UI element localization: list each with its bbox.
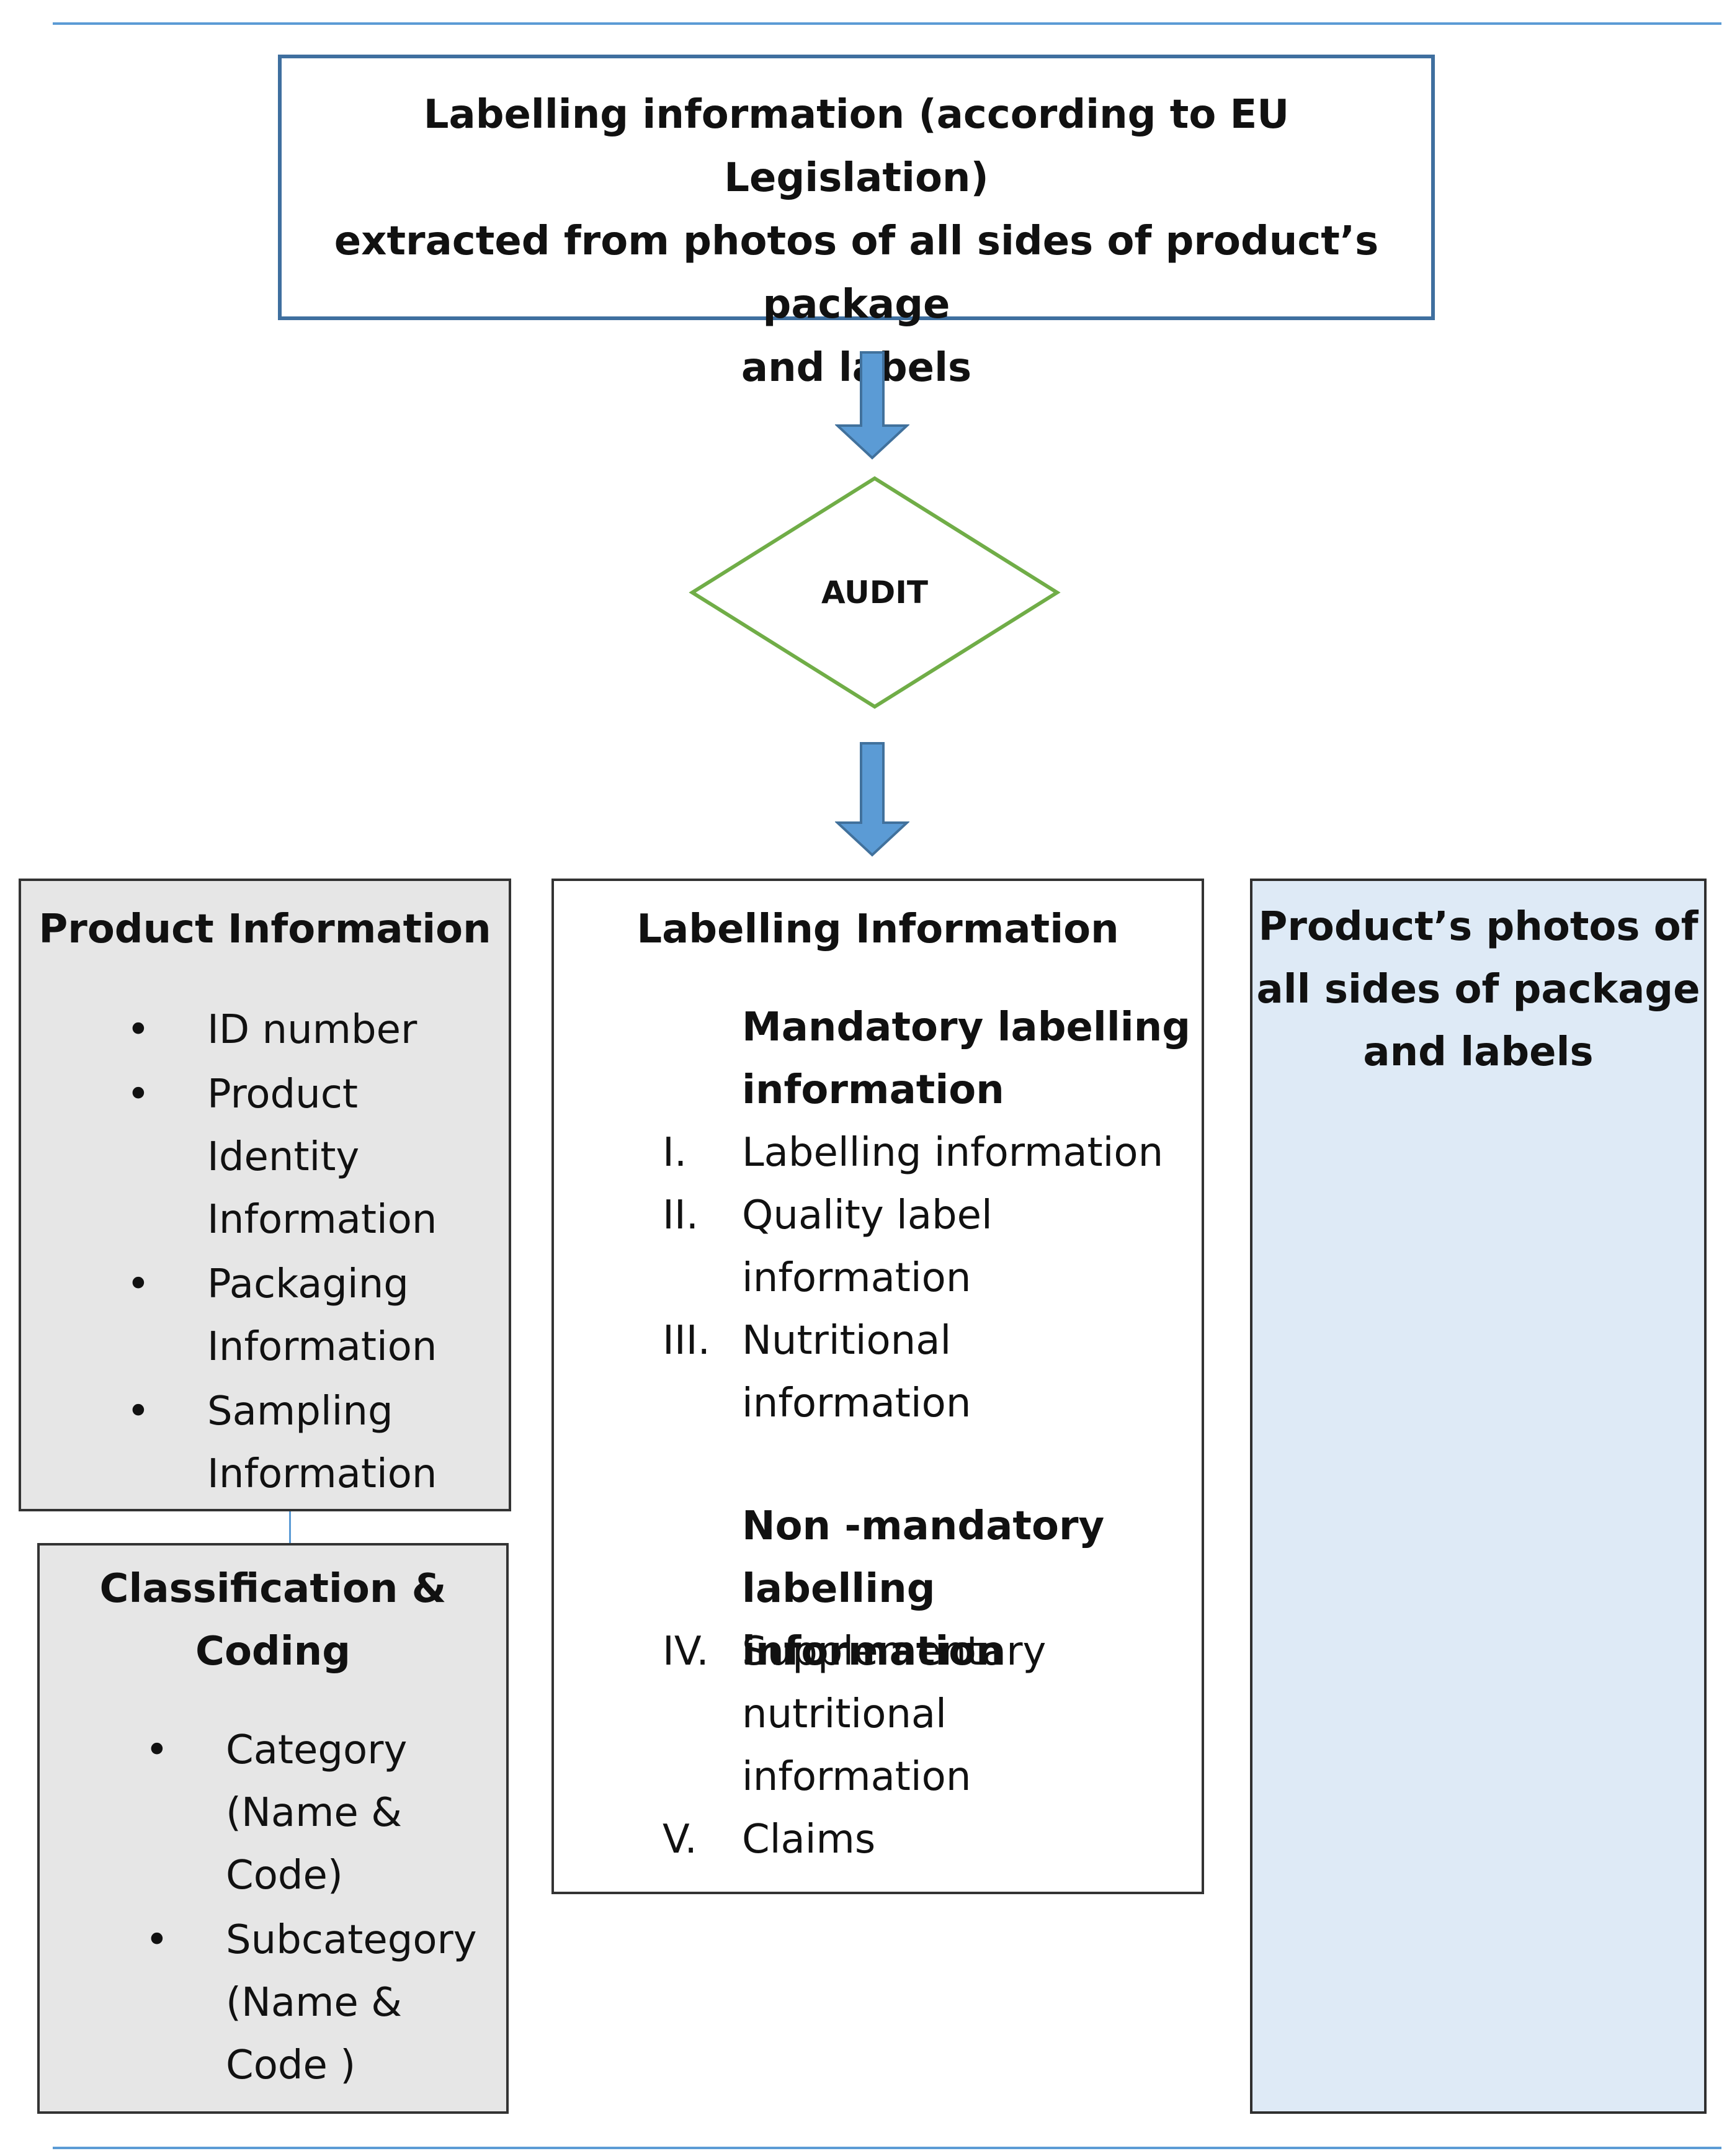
item-number: III. [663, 1318, 710, 1364]
bullet-icon: • [127, 1389, 150, 1434]
item-number: IV. [663, 1629, 709, 1675]
mandatory-heading: Mandatory labelling information [742, 996, 1190, 1122]
item-number: II. [663, 1192, 699, 1238]
item-line: (Name & [226, 1980, 403, 2026]
list-item: • Subcategory (Name & Code ) [40, 1909, 505, 2097]
item-line: Code ) [226, 2042, 356, 2088]
classification-list: • Category (Name & Code) • Subcategory (… [40, 1719, 505, 2097]
item-line: (Name & [226, 1790, 403, 1836]
top-rule [53, 22, 1721, 25]
heading-line: information [742, 1067, 1004, 1113]
labelling-information-title: Labelling Information [636, 906, 1119, 952]
bullet-icon: • [127, 1071, 150, 1117]
item-number: V. [663, 1817, 697, 1863]
source-box: Labelling information (according to EU L… [278, 55, 1435, 391]
product-photos-box: Product’s photos of all sides of package… [1250, 879, 1707, 2114]
title-line: Product’s photos of [1258, 904, 1699, 950]
item-line: Sampling [207, 1389, 393, 1434]
list-item: II. Quality label information [663, 1184, 1196, 1310]
item-line: Code) [226, 1853, 343, 1899]
bullet-icon: • [145, 1727, 169, 1773]
heading-line: Non -mandatory [742, 1503, 1105, 1549]
product-photos-title: Product’s photos of all sides of package… [1252, 896, 1704, 1084]
title-line: Classification & [99, 1566, 447, 1612]
labelling-information-box: Labelling Information Mandatory labellin… [551, 879, 1204, 1894]
non-mandatory-list: IV. Supplementary nutritional informatio… [663, 1621, 1196, 1871]
source-line: and labels [741, 345, 972, 391]
item-line: Subcategory [226, 1917, 477, 1963]
heading-line: Mandatory labelling [742, 1004, 1191, 1050]
product-information-box: Product Information • ID number • Produc… [19, 879, 511, 1511]
item-line: Claims [742, 1817, 876, 1863]
bullet-icon: • [127, 1007, 150, 1053]
list-item: • Packaging Information [21, 1253, 505, 1379]
item-line: Product [207, 1071, 358, 1117]
bullet-icon: • [145, 1917, 169, 1963]
item-line: Quality label [742, 1192, 993, 1238]
list-item: I. Labelling information [663, 1122, 1196, 1184]
item-line: Nutritional [742, 1318, 952, 1364]
bullet-icon: • [127, 1261, 150, 1307]
item-line: Category [226, 1727, 408, 1773]
mandatory-list: I. Labelling information II. Quality lab… [663, 1122, 1196, 1435]
product-information-title: Product Information [38, 906, 491, 952]
item-line: nutritional [742, 1691, 947, 1737]
source-box-text: Labelling information (according to EU L… [305, 83, 1409, 400]
classification-box: Classification & Coding • Category (Name… [37, 1543, 509, 2114]
down-arrow-icon [835, 351, 909, 460]
item-line: Labelling information [742, 1130, 1164, 1176]
bottom-rule [53, 2147, 1721, 2149]
diamond-shape [689, 476, 1061, 709]
list-item: • Category (Name & Code) [40, 1719, 505, 1907]
item-line: Packaging [207, 1261, 409, 1307]
list-item: IV. Supplementary nutritional informatio… [663, 1621, 1196, 1809]
list-item: • Sampling Information [21, 1380, 505, 1506]
source-line: Labelling information (according to EU L… [423, 92, 1290, 201]
product-information-list: • ID number • Product Identity Informati… [21, 999, 505, 1506]
title-line: Coding [195, 1629, 351, 1675]
title-line: and labels [1363, 1029, 1594, 1075]
audit-label: AUDIT [821, 575, 928, 611]
list-item: III. Nutritional information [663, 1310, 1196, 1435]
list-item: • Product Identity Information [21, 1063, 505, 1251]
item-line: information [742, 1380, 971, 1426]
non-mandatory-heading: Non -mandatory labelling information [742, 1495, 1202, 1683]
classification-title: Classification & Coding [40, 1558, 506, 1683]
item-line: Information [207, 1324, 437, 1370]
heading-line: labelling information [742, 1566, 1004, 1675]
item-line: Information [207, 1451, 437, 1497]
source-line: extracted from photos of all sides of pr… [334, 218, 1379, 328]
title-line: all sides of package [1256, 967, 1700, 1013]
item-line: information [742, 1255, 971, 1301]
item-line: Identity [207, 1134, 360, 1180]
item-line: Information [207, 1197, 437, 1243]
item-line: ID number [207, 1007, 417, 1053]
audit-decision: AUDIT [689, 475, 1061, 710]
down-arrow-icon [835, 742, 909, 857]
item-line: Supplementary [742, 1629, 1047, 1675]
item-line: information [742, 1754, 971, 1800]
list-item: • ID number [21, 999, 505, 1062]
list-item: V. Claims [663, 1809, 1196, 1871]
connector-line [289, 1511, 291, 1543]
item-number: I. [663, 1130, 687, 1176]
